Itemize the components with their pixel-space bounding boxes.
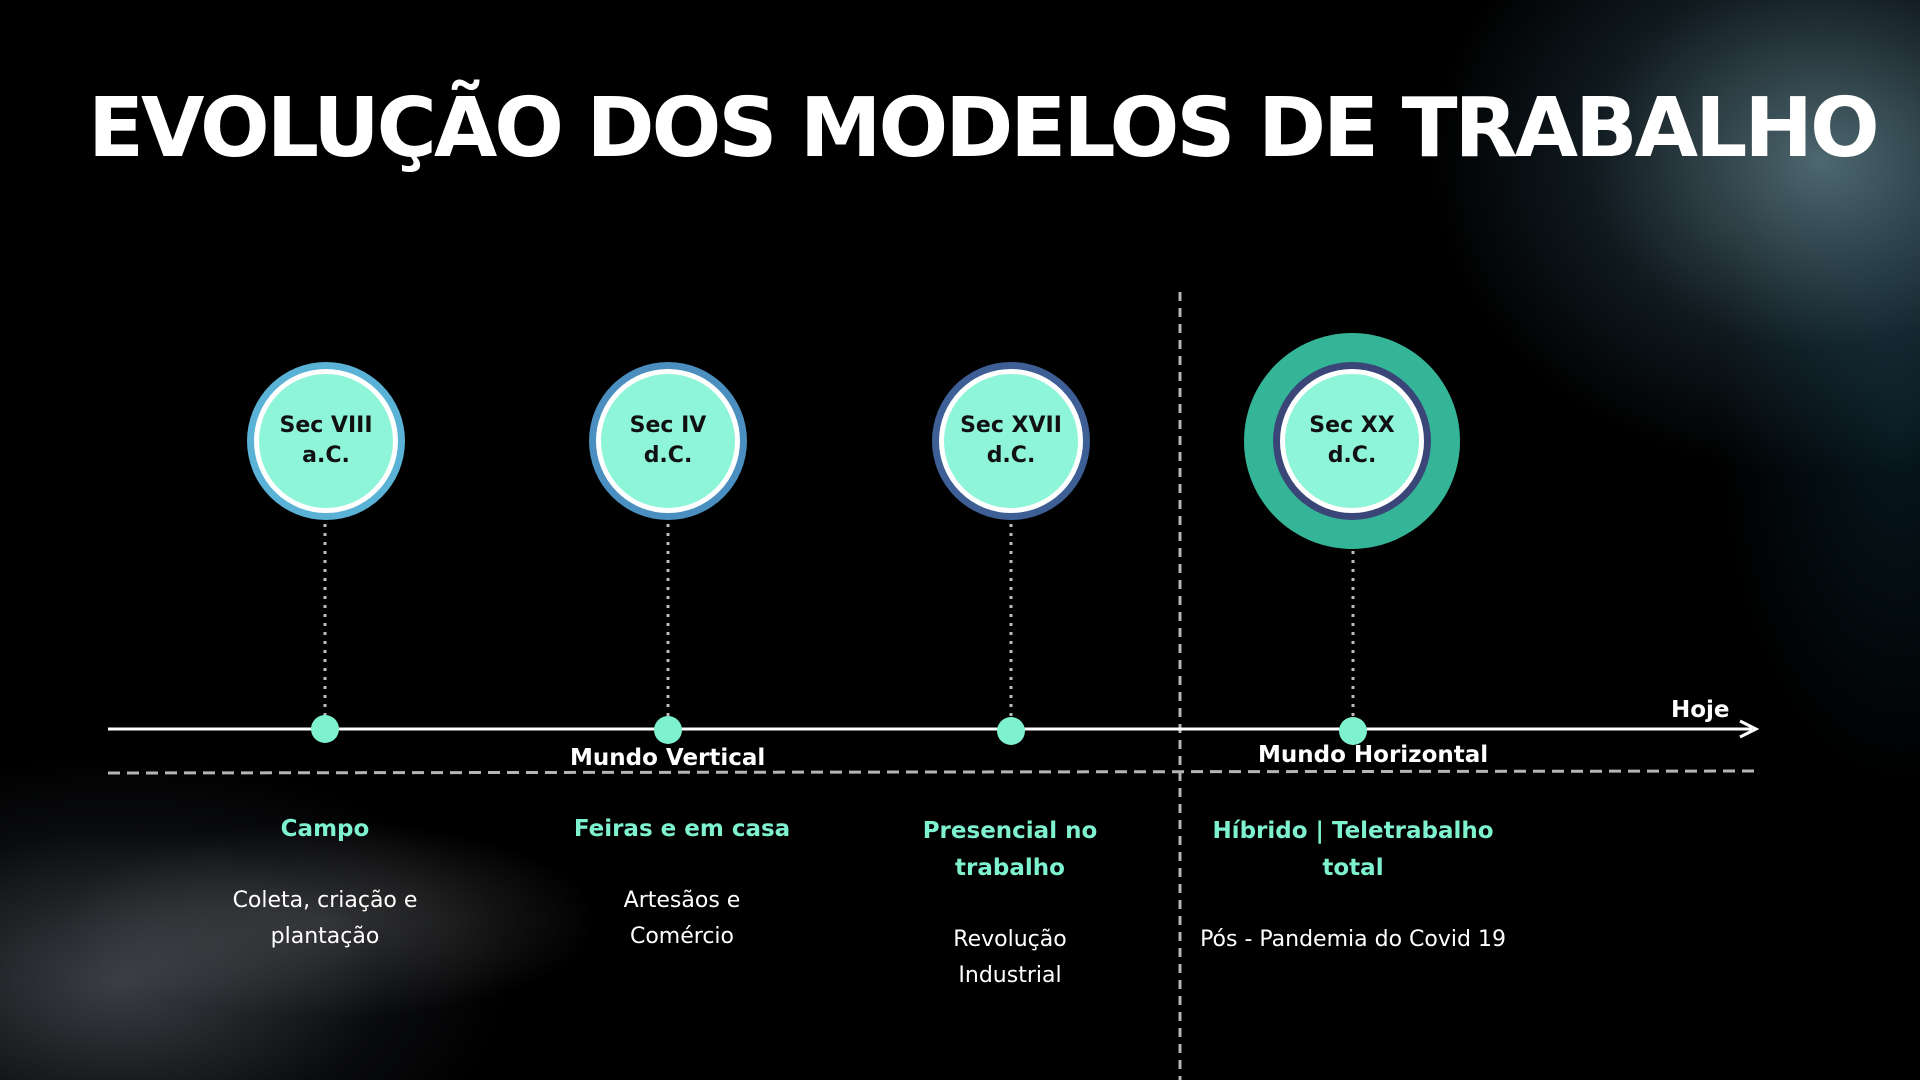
era-2-period-line2: d.C. (643, 443, 693, 468)
timeline-dot-4 (1339, 717, 1367, 745)
timeline-dot-3 (997, 717, 1025, 745)
era-circle-4-inner: Sec XX d.C. (1280, 369, 1424, 513)
era-4-heading-line1: Híbrido | Teletrabalho (1212, 818, 1494, 844)
era-circle-3-inner: Sec XVII d.C. (939, 369, 1083, 513)
era-circle-1: Sec VIII a.C. (247, 362, 405, 520)
era-circle-2-inner: Sec IV d.C. (596, 369, 740, 513)
era-3-desc-line2: Industrial (958, 963, 1062, 988)
era-4-period-line2: d.C. (1327, 443, 1377, 468)
era-2-desc-line2: Comércio (629, 924, 735, 949)
era-3-description: Revolução Industrial (860, 922, 1160, 994)
era-1-heading: Campo (175, 811, 475, 848)
era-1-period-line2: a.C. (302, 443, 350, 468)
timeline-dot-2 (654, 716, 682, 744)
today-label: Hoje (1671, 697, 1730, 723)
era-1-heading-line1: Campo (280, 816, 370, 842)
era-4-heading: Híbrido | Teletrabalho total (1188, 813, 1518, 887)
era-2-desc-line1: Artesãos e (623, 888, 741, 913)
era-4-heading-line2: total (1322, 855, 1384, 881)
era-circle-3: Sec XVII d.C. (932, 362, 1090, 520)
era-circle-2: Sec IV d.C. (589, 362, 747, 520)
era-2-heading: Feiras e em casa (532, 811, 832, 848)
era-4-period-line1: Sec XX (1309, 413, 1395, 438)
era-3-period-line2: d.C. (986, 443, 1036, 468)
era-1-description: Coleta, criação e plantação (175, 883, 475, 955)
era-4-desc-line1: Pós - Pandemia do Covid 19 (1200, 927, 1506, 952)
era-1-desc-line1: Coleta, criação e (232, 888, 418, 913)
era-circle-4: Sec XX d.C. (1273, 362, 1431, 520)
era-1-period-line1: Sec VIII (279, 413, 373, 438)
era-2-heading-line1: Feiras e em casa (573, 816, 791, 842)
era-3-heading-line2: trabalho (955, 855, 1065, 881)
world-horizontal-label: Mundo Horizontal (1258, 742, 1489, 768)
era-3-heading-line1: Presencial no (922, 818, 1098, 844)
era-3-heading: Presencial no trabalho (860, 813, 1160, 887)
era-3-desc-line1: Revolução (953, 927, 1067, 952)
world-separator-line (107, 769, 1759, 775)
era-1-desc-line2: plantação (270, 924, 380, 949)
era-3-period-line1: Sec XVII (960, 413, 1062, 438)
era-2-description: Artesãos e Comércio (532, 883, 832, 955)
world-vertical-label: Mundo Vertical (570, 745, 766, 771)
timeline-arrowhead (1739, 719, 1760, 739)
era-4-description: Pós - Pandemia do Covid 19 (1178, 922, 1528, 958)
timeline-dot-1 (311, 715, 339, 743)
era-2-period-line1: Sec IV (629, 413, 707, 438)
era-circle-4-highlight-ring: Sec XX d.C. (1244, 333, 1460, 549)
page-title: EVOLUÇÃO DOS MODELOS DE TRABALHO (88, 81, 1880, 176)
era-circle-1-inner: Sec VIII a.C. (254, 369, 398, 513)
